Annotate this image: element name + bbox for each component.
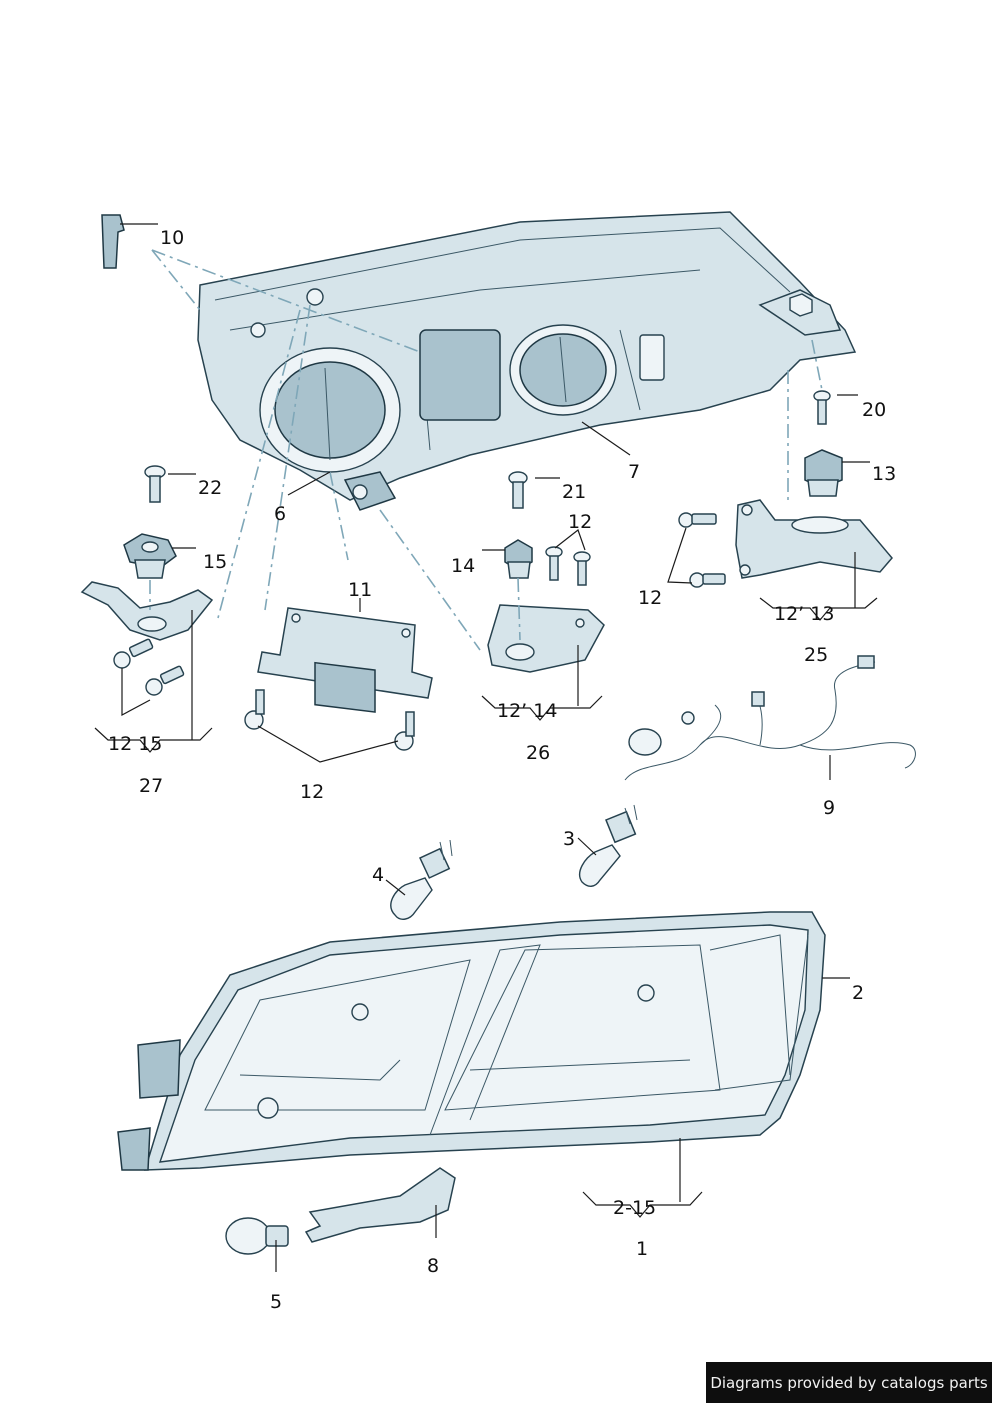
label-9: 9 bbox=[823, 797, 835, 819]
control-unit-11 bbox=[257, 607, 433, 713]
nut-14 bbox=[504, 539, 533, 579]
screw-22 bbox=[144, 465, 166, 503]
screw-20 bbox=[813, 390, 831, 425]
bracket-right bbox=[735, 499, 893, 579]
reflector-8 bbox=[304, 1167, 456, 1243]
screws-12-bottom bbox=[244, 689, 415, 751]
label-group-12-14: 12’ 14 bbox=[497, 700, 557, 722]
label-1: 1 bbox=[636, 1238, 648, 1260]
label-3: 3 bbox=[563, 828, 575, 850]
leader-lines bbox=[120, 223, 870, 1272]
bulb-5 bbox=[225, 1217, 289, 1255]
label-25: 25 bbox=[804, 644, 828, 666]
label-group-12-13: 12’ 13 bbox=[774, 603, 834, 625]
footer-credit: Diagrams provided by catalogs parts bbox=[706, 1362, 992, 1403]
adjusting-element bbox=[758, 289, 842, 336]
assembly-lines bbox=[149, 249, 823, 651]
label-21: 21 bbox=[562, 481, 586, 503]
screws-12-right bbox=[678, 512, 726, 588]
sealing-cap-7 bbox=[509, 324, 617, 416]
label-4: 4 bbox=[372, 864, 384, 886]
label-12-middle: 12 bbox=[568, 511, 592, 533]
label-26: 26 bbox=[526, 742, 550, 764]
bracket-left bbox=[80, 581, 214, 641]
label-8: 8 bbox=[427, 1255, 439, 1277]
label-6: 6 bbox=[274, 503, 286, 525]
group-brackets bbox=[94, 597, 878, 1218]
bulb-4 bbox=[390, 839, 453, 920]
nut-13 bbox=[804, 449, 843, 497]
label-11: 11 bbox=[348, 579, 372, 601]
label-12-right: 12 bbox=[638, 587, 662, 609]
label-15: 15 bbox=[203, 551, 227, 573]
headlight-front bbox=[117, 911, 826, 1171]
label-20: 20 bbox=[862, 399, 886, 421]
label-group-12-15: 12 15 bbox=[108, 733, 162, 755]
bracket-middle bbox=[487, 604, 605, 673]
label-13: 13 bbox=[872, 463, 896, 485]
wiring-harness-9 bbox=[624, 655, 916, 781]
label-group-2-15: 2-15 bbox=[613, 1197, 656, 1219]
label-5: 5 bbox=[270, 1291, 282, 1313]
bulb-3 bbox=[578, 804, 638, 887]
label-2: 2 bbox=[852, 982, 864, 1004]
label-14: 14 bbox=[451, 555, 475, 577]
label-27: 27 bbox=[139, 775, 163, 797]
screws-12-left bbox=[113, 638, 185, 696]
sealing-cap-6 bbox=[259, 347, 401, 473]
nut-15 bbox=[123, 533, 177, 579]
screw-21 bbox=[508, 471, 528, 509]
label-10: 10 bbox=[160, 227, 184, 249]
label-12-bottom: 12 bbox=[300, 781, 324, 803]
label-7: 7 bbox=[628, 461, 640, 483]
clip-10 bbox=[101, 214, 125, 269]
part-numbers: 10 6 7 20 13 22 21 12 15 14 12 11 12 27 … bbox=[108, 227, 896, 1313]
label-22: 22 bbox=[198, 477, 222, 499]
screws-12-middle bbox=[545, 546, 591, 586]
